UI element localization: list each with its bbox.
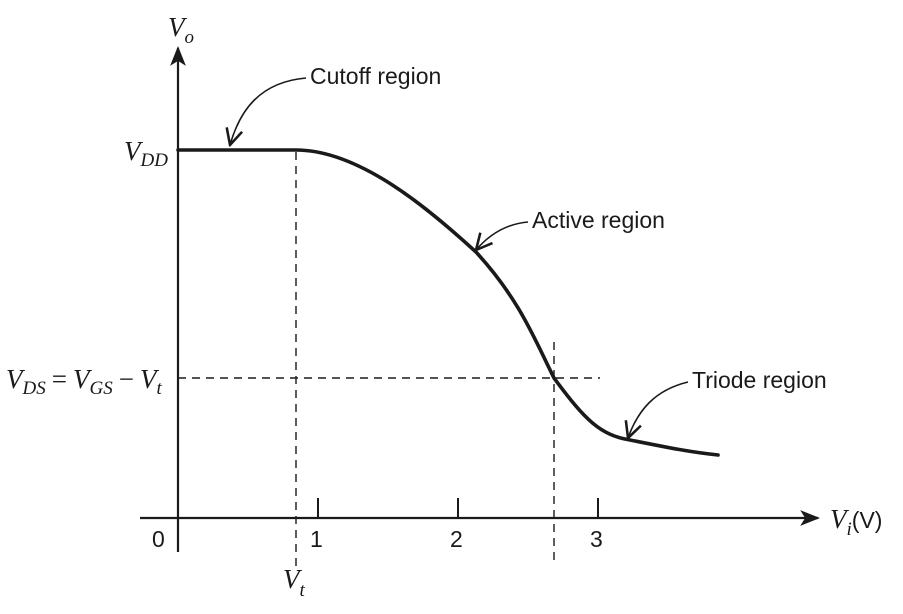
vdd-label: VDD	[124, 136, 168, 171]
vt-label: Vt	[283, 564, 306, 601]
active-arrow	[476, 221, 529, 250]
x-tick-label-2: 2	[450, 526, 463, 552]
x-axis-label: Vi(V)	[830, 504, 882, 540]
cutoff-region-label: Cutoff region	[310, 63, 441, 89]
x-tick-label-3: 3	[590, 526, 603, 552]
x-tick-label-1: 1	[310, 526, 323, 552]
active-region-label: Active region	[532, 207, 665, 233]
origin-label: 0	[152, 526, 165, 552]
y-axis-label: Vo	[168, 12, 194, 48]
vds-equation-label: VDS=VGS−Vt	[6, 364, 162, 399]
triode-arrow	[628, 381, 689, 438]
cutoff-arrow	[230, 77, 307, 145]
transfer-curve	[176, 148, 720, 457]
triode-region-label: Triode region	[692, 367, 827, 393]
